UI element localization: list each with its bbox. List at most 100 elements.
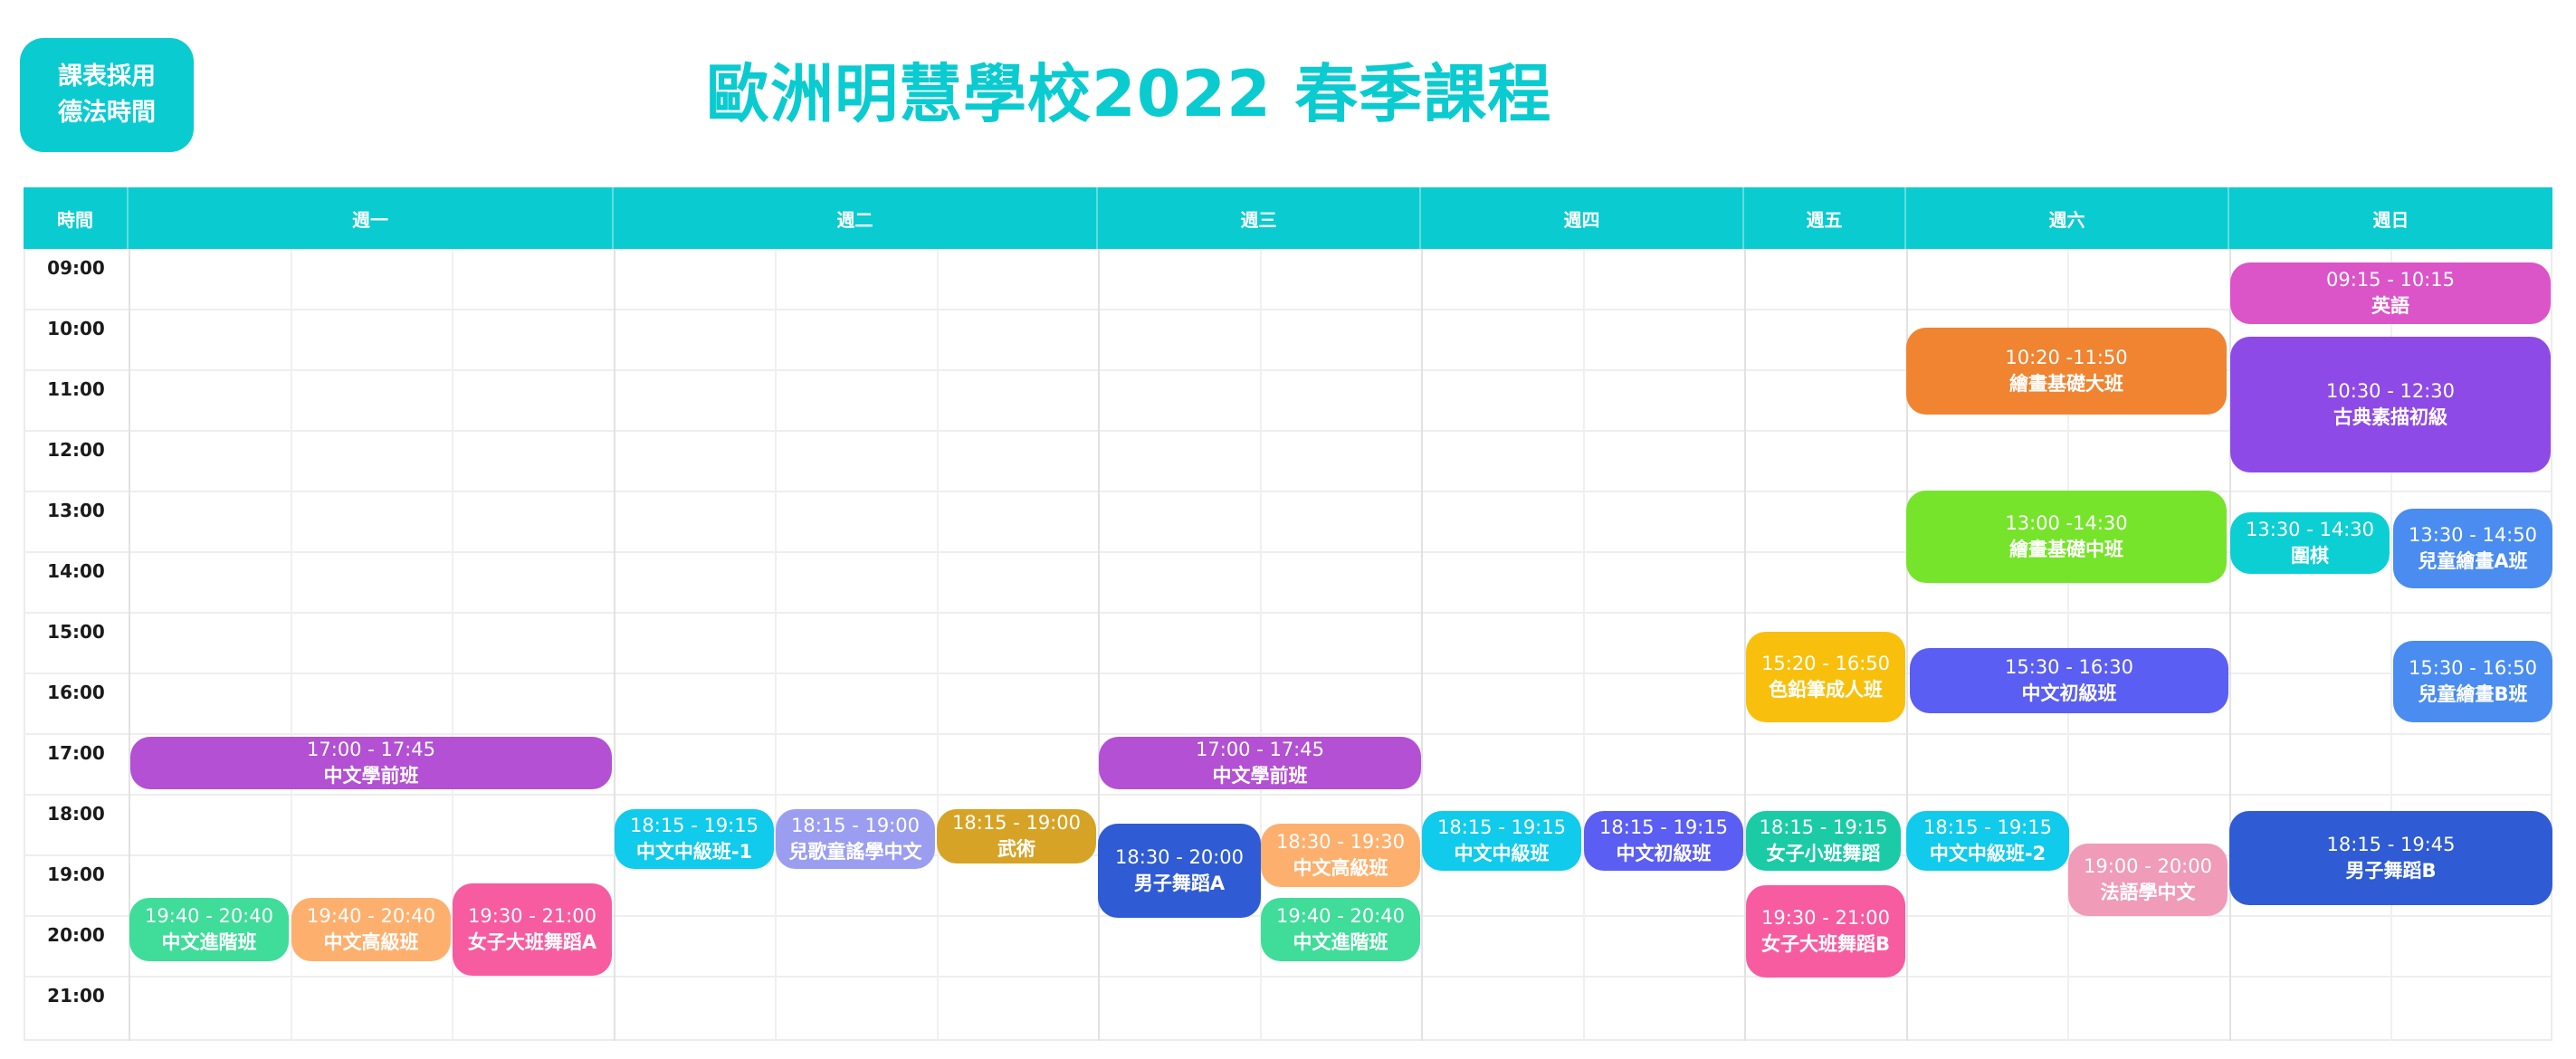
grid-column-line [2390,249,2392,1041]
class-name: 武術 [997,838,1035,860]
grid-row-line [24,551,2552,553]
class-name: 女子小班舞蹈 [1766,843,1881,864]
time-label: 10:00 [47,318,105,339]
time-label: 16:00 [47,682,105,703]
class-time: 17:00 - 17:45 [1196,739,1324,760]
grid-column-line [452,249,453,1041]
class-card-chinese-mid-2[interactable]: 18:15 - 19:15 中文中級班-2 [1906,811,2069,871]
class-card-chinese-advanced-mon[interactable]: 19:40 - 20:40 中文進階班 [129,898,289,961]
header-time: 時間 [24,187,129,249]
class-card-wushu[interactable]: 18:15 - 19:00 武術 [937,809,1096,863]
class-name: 中文學前班 [1212,765,1308,787]
class-card-girls-dance-a[interactable]: 19:30 - 21:00 女子大班舞蹈A [453,883,612,976]
time-label: 21:00 [47,985,105,1007]
class-name: 中文高級班 [1293,857,1388,879]
header-wednesday: 週三 [1098,187,1421,249]
header-saturday: 週六 [1906,187,2229,249]
time-label: 14:00 [47,560,105,582]
class-time: 18:15 - 19:45 [2326,834,2456,855]
class-card-chinese-basic-thu[interactable]: 18:15 - 19:15 中文初級班 [1584,811,1743,871]
class-card-chinese-high-wed[interactable]: 18:30 - 19:30 中文高級班 [1261,824,1420,887]
class-time: 19:30 - 21:00 [468,905,596,927]
grid-column-line [2067,249,2069,1041]
header-monday: 週一 [129,187,614,249]
class-card-preschool-wed[interactable]: 17:00 - 17:45 中文學前班 [1099,737,1421,789]
class-name: 中文初級班 [1616,843,1712,864]
class-name: 繪畫基礎中班 [2009,539,2123,560]
class-card-chinese-mid-1[interactable]: 18:15 - 19:15 中文中級班-1 [615,809,774,869]
class-time: 09:15 - 10:15 [2326,269,2455,291]
grid-row-line [24,612,2552,614]
class-time: 10:30 - 12:30 [2326,380,2455,402]
class-time: 18:15 - 19:15 [630,815,758,836]
class-card-chinese-high-mon[interactable]: 19:40 - 20:40 中文高級班 [291,898,451,961]
class-card-boys-dance-b[interactable]: 18:15 - 19:45 男子舞蹈B [2229,811,2552,905]
class-card-chinese-mid-thu[interactable]: 18:15 - 19:15 中文中級班 [1422,811,1581,871]
timezone-badge: 課表採用 德法時間 [20,38,194,152]
class-name: 英語 [2371,295,2409,317]
grid-column-line [937,249,939,1041]
grid-column-line [2229,249,2231,1041]
header-friday: 週五 [1744,187,1906,249]
grid-column-line [1583,249,1585,1041]
time-label: 11:00 [47,378,105,400]
grid-column-line [1421,249,1423,1041]
time-label: 17:00 [47,742,105,764]
header-thursday: 週四 [1421,187,1744,249]
class-card-boys-dance-a[interactable]: 18:30 - 20:00 男子舞蹈A [1098,824,1261,918]
grid-column-line [129,249,130,1041]
class-card-classic-sketch[interactable]: 10:30 - 12:30 古典素描初級 [2230,337,2551,472]
grid-column-line [1744,249,1746,1041]
class-time: 13:30 - 14:30 [2246,519,2374,540]
grid-row-line [24,673,2552,674]
time-label: 15:00 [47,621,105,643]
page-title: 歐洲明慧學校2022 春季課程 [706,57,1552,131]
grid-row-line [24,733,2552,735]
class-time: 18:15 - 19:00 [791,815,920,836]
time-label: 18:00 [47,803,105,825]
grid-column-line [775,249,777,1041]
class-card-chinese-basic-sat[interactable]: 15:30 - 16:30 中文初級班 [1910,648,2228,713]
class-name: 女子大班舞蹈B [1760,933,1890,955]
class-time: 15:30 - 16:50 [2409,657,2537,679]
class-card-girls-small-dance[interactable]: 18:15 - 19:15 女子小班舞蹈 [1746,811,1901,871]
class-card-art-basic-mid[interactable]: 13:00 -14:30 繪畫基礎中班 [1906,491,2227,583]
class-name: 法語學中文 [2100,882,2196,903]
class-time: 19:00 - 20:00 [2084,855,2212,877]
grid-column-line [1906,249,1908,1041]
class-name: 兒歌童謠學中文 [788,841,922,863]
class-time: 18:15 - 19:15 [1759,816,1888,838]
class-card-french-chinese[interactable]: 19:00 - 20:00 法語學中文 [2068,844,2228,916]
time-label: 09:00 [47,257,105,279]
class-name: 兒童繪畫A班 [2418,550,2528,572]
grid-row-line [24,430,2552,432]
class-card-colored-pencil[interactable]: 15:20 - 16:50 色鉛筆成人班 [1746,632,1905,722]
grid-row-line [24,309,2552,310]
header-bar [24,187,2552,249]
class-time: 19:40 - 20:40 [1276,905,1405,927]
badge-line-1: 課表採用 [58,62,156,91]
grid-row-line [24,794,2552,796]
class-card-preschool-mon[interactable]: 17:00 - 17:45 中文學前班 [130,737,612,789]
class-time: 18:15 - 19:00 [952,812,1081,834]
time-label: 19:00 [47,863,105,885]
class-time: 15:30 - 16:30 [2005,656,2133,678]
class-name: 中文高級班 [323,931,419,953]
class-card-kids-art-a[interactable]: 13:30 - 14:50 兒童繪畫A班 [2393,509,2552,588]
class-name: 兒童繪畫B班 [2418,683,2528,705]
class-time: 19:40 - 20:40 [145,905,273,927]
class-card-kids-art-b[interactable]: 15:30 - 16:50 兒童繪畫B班 [2393,641,2552,722]
class-card-chinese-advanced-wed[interactable]: 19:40 - 20:40 中文進階班 [1261,898,1420,961]
class-card-art-basic-big[interactable]: 10:20 -11:50 繪畫基礎大班 [1906,328,2227,415]
class-card-kids-songs[interactable]: 18:15 - 19:00 兒歌童謠學中文 [776,809,935,869]
class-name: 男子舞蹈A [1133,873,1226,894]
grid-row-line [24,491,2552,492]
class-time: 10:20 -11:50 [2005,347,2128,368]
grid-row-line [24,369,2552,371]
class-card-go[interactable]: 13:30 - 14:30 圍棋 [2230,512,2390,574]
class-name: 中文學前班 [323,765,419,787]
class-card-girls-dance-b[interactable]: 19:30 - 21:00 女子大班舞蹈B [1746,885,1905,978]
class-name: 女子大班舞蹈A [467,931,597,953]
class-time: 18:15 - 19:15 [1599,816,1728,838]
class-card-english[interactable]: 09:15 - 10:15 英語 [2230,262,2551,324]
